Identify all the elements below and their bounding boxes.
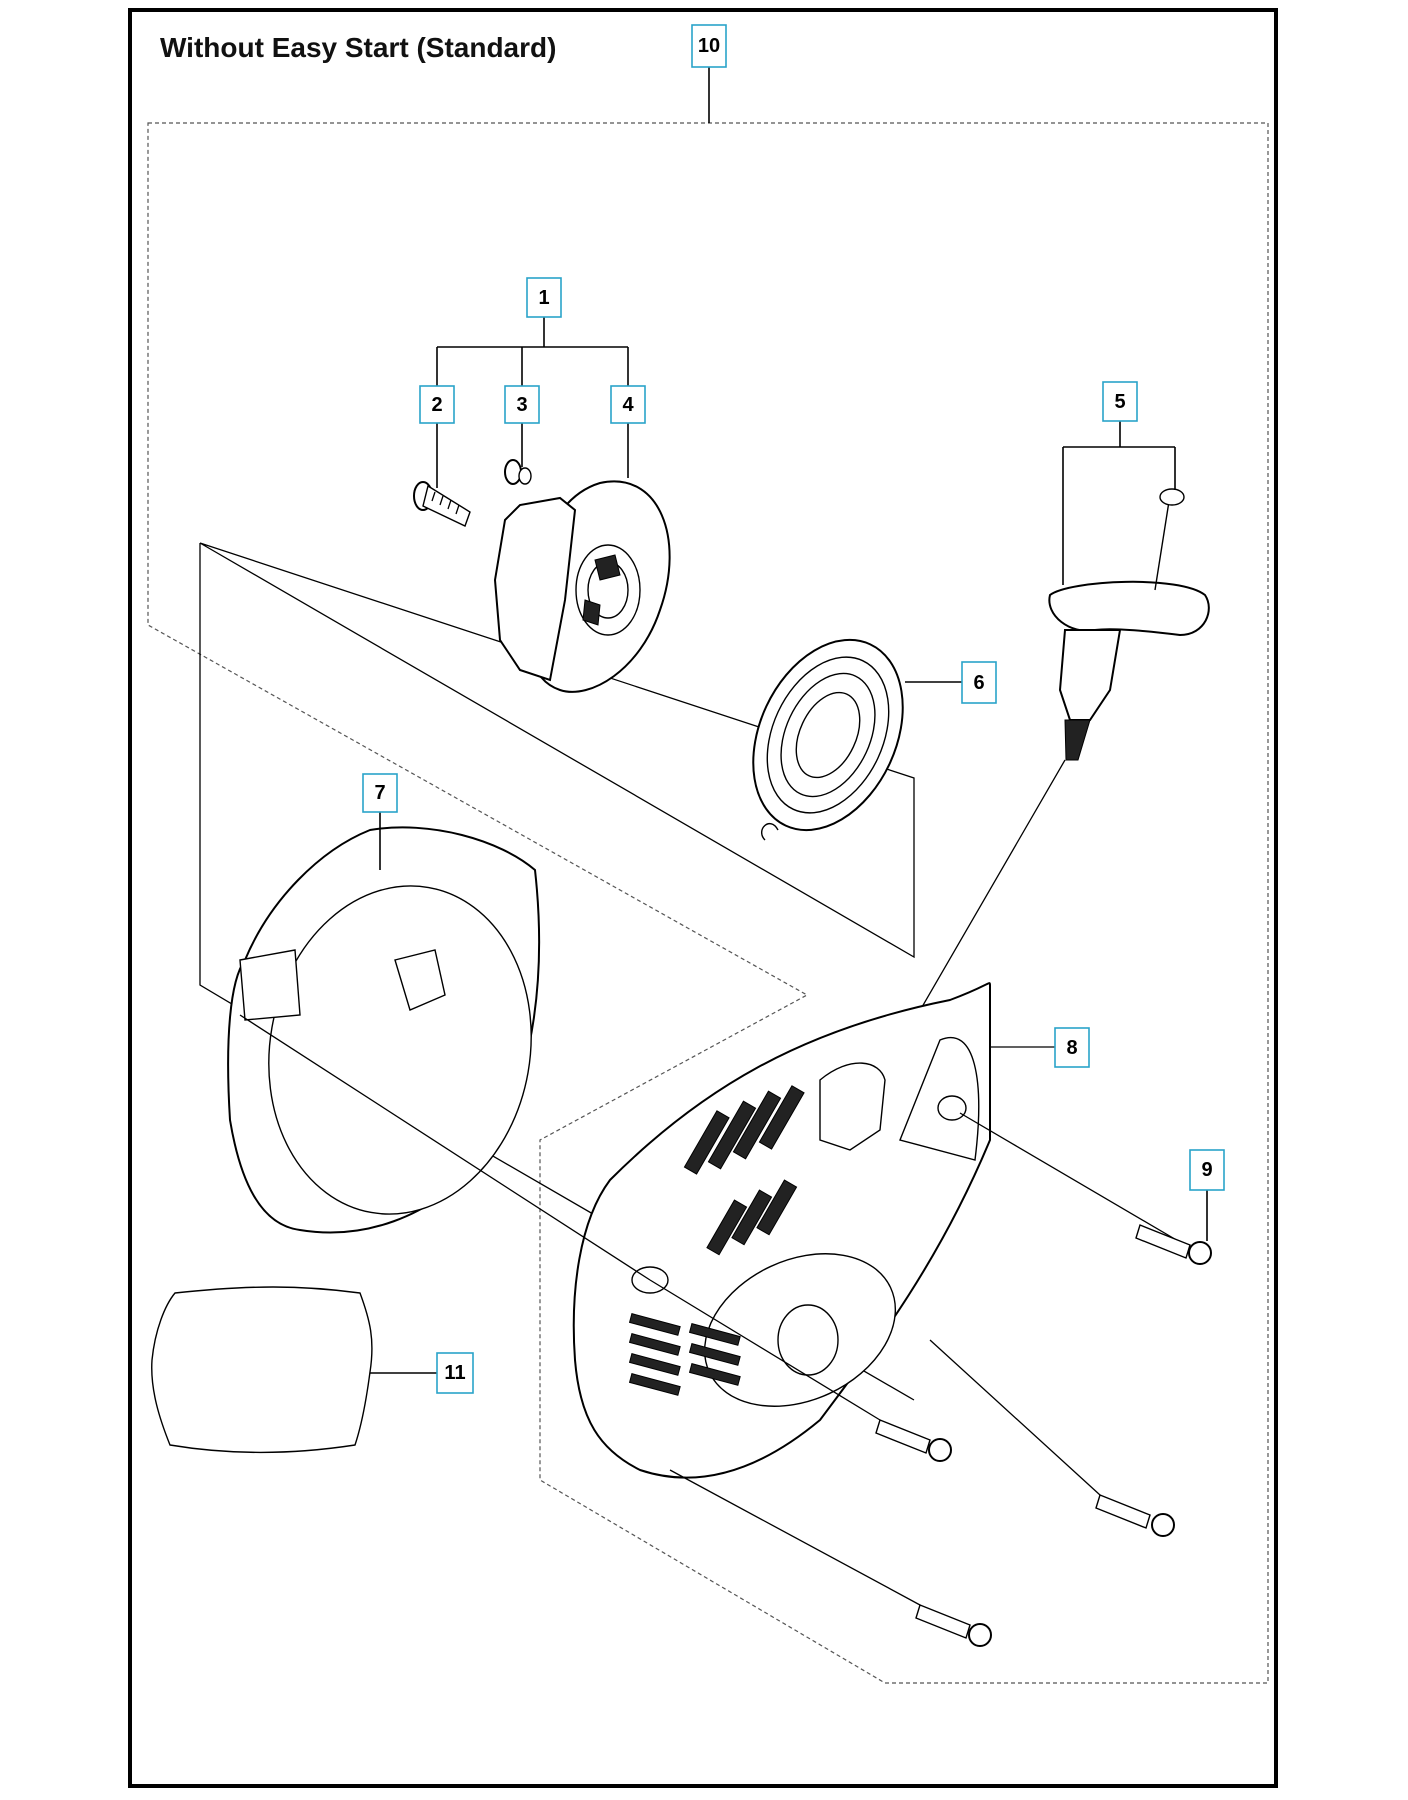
callout-9: 9 [1189, 1149, 1225, 1191]
callout-4-label: 4 [622, 394, 634, 416]
screw-4 [669, 1469, 992, 1647]
callout-7: 7 [362, 773, 398, 813]
callout-1: 1 [526, 277, 562, 318]
callout-5-label: 5 [1114, 391, 1125, 413]
callout-10-label: 10 [698, 35, 720, 57]
callout-6: 6 [961, 661, 997, 704]
callout-5: 5 [1102, 381, 1138, 422]
callout-2-label: 2 [431, 394, 442, 416]
part-5-starter-handle [899, 488, 1210, 1046]
part-9-screws [239, 1014, 1212, 1647]
screw-2 [875, 1419, 952, 1462]
callout-11: 11 [436, 1352, 474, 1394]
callout-6-label: 6 [973, 672, 984, 694]
part-7-fan-cover [227, 826, 541, 1234]
part-2-screw [413, 481, 471, 527]
housing-vents [628, 1085, 805, 1396]
part-4-pulley [493, 480, 671, 693]
part-6-recoil-spring [752, 638, 904, 841]
callout-3: 3 [504, 385, 540, 424]
callout-4: 4 [610, 385, 646, 424]
drawing-frame [128, 8, 1278, 1788]
callout-7-label: 7 [374, 782, 385, 804]
part-8-starter-housing [572, 982, 1186, 1479]
part-11-decal [151, 1286, 437, 1454]
callout-9-label: 9 [1201, 1159, 1212, 1181]
callout-8-label: 8 [1066, 1037, 1077, 1059]
page-title: Without Easy Start (Standard) [160, 32, 557, 63]
leader-lines [379, 317, 1208, 1241]
callout-8: 8 [1054, 1027, 1090, 1068]
callout-1-label: 1 [538, 287, 549, 309]
assembly-outline-10 [147, 67, 1269, 1684]
callout-10: 10 [691, 24, 727, 68]
callout-3-label: 3 [516, 394, 527, 416]
screw-1 [1135, 1224, 1212, 1265]
callout-2: 2 [419, 385, 455, 424]
part-3-washer [504, 459, 532, 485]
screw-3 [929, 1339, 1175, 1537]
callout-11-label: 11 [444, 1362, 465, 1384]
